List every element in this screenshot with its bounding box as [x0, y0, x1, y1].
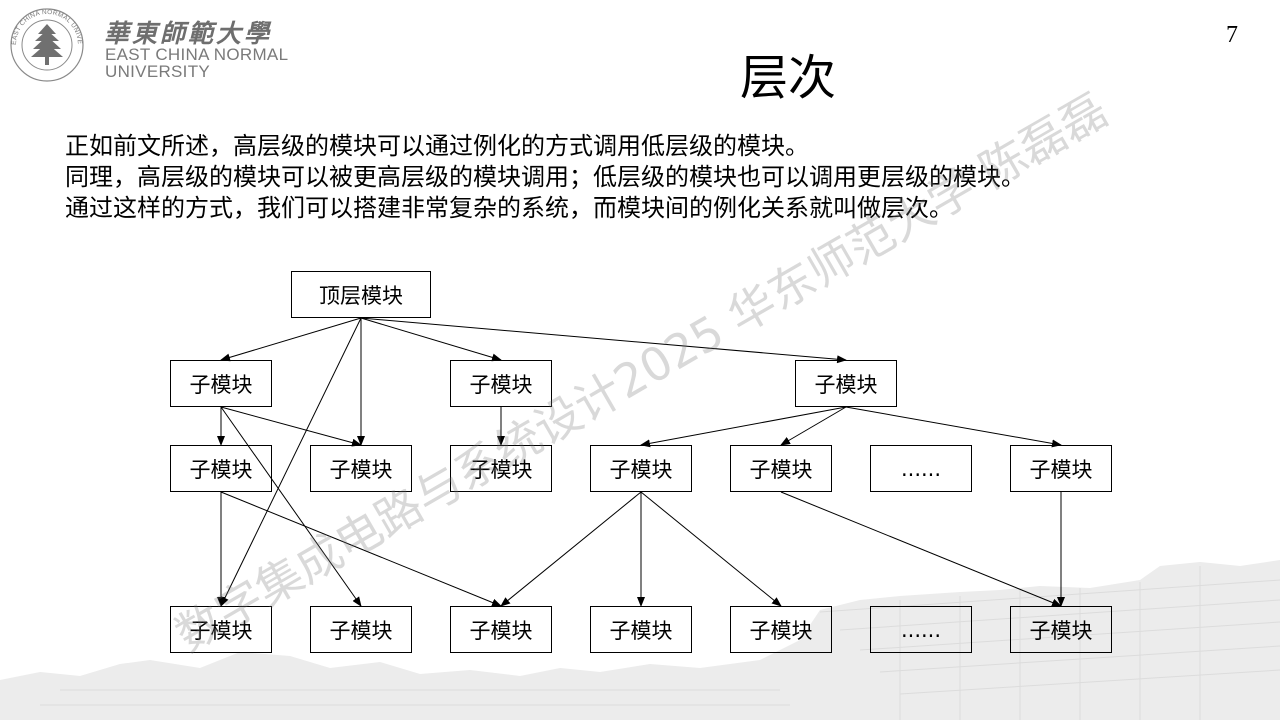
module-node-c7: 子模块	[1010, 606, 1112, 653]
university-logo: EAST CHINA NORMAL UNIVERSITY 華東師範大學 EAST…	[8, 6, 298, 84]
intro-line-1: 正如前文所述，高层级的模块可以通过例化的方式调用低层级的模块。	[65, 132, 809, 160]
edge-a3-to-b4	[640, 406, 847, 448]
page-number: 7	[1226, 22, 1238, 48]
module-node-c3: 子模块	[450, 606, 552, 653]
module-node-b5: 子模块	[730, 445, 832, 492]
edge-a3-to-b7	[845, 406, 1062, 448]
pine-tree-emblem-icon: EAST CHINA NORMAL UNIVERSITY	[8, 6, 84, 82]
edge-top-to-c1	[220, 317, 362, 607]
module-node-c5: 子模块	[730, 606, 832, 653]
edge-top-to-a1	[220, 317, 362, 362]
edge-a1-to-c2	[220, 406, 362, 607]
edge-top-to-a3	[360, 317, 847, 364]
module-node-b7: 子模块	[1010, 445, 1112, 492]
module-node-c2: 子模块	[310, 606, 412, 653]
intro-line-2: 同理，高层级的模块可以被更高层级的模块调用；低层级的模块也可以调用更层级的模块。	[65, 163, 1025, 191]
module-node-top: 顶层模块	[291, 271, 431, 318]
module-node-a3: 子模块	[795, 360, 897, 407]
edge-b4-to-c5	[640, 491, 782, 607]
edge-b5-to-c7	[780, 491, 1062, 607]
logo-chinese-name: 華東師範大學	[104, 19, 273, 48]
module-node-b4: 子模块	[590, 445, 692, 492]
edge-a1-to-b2	[220, 406, 362, 447]
module-node-b3: 子模块	[450, 445, 552, 492]
edge-b1-to-c3	[220, 491, 502, 607]
slide-title: 层次	[739, 50, 836, 106]
module-node-a2: 子模块	[450, 360, 552, 407]
intro-line-3: 通过这样的方式，我们可以搭建非常复杂的系统，而模块间的例化关系就叫做层次。	[65, 194, 953, 222]
module-node-c6: ......	[870, 606, 972, 653]
module-node-b1: 子模块	[170, 445, 272, 492]
module-node-a1: 子模块	[170, 360, 272, 407]
module-node-b2: 子模块	[310, 445, 412, 492]
module-node-c4: 子模块	[590, 606, 692, 653]
intro-text: 正如前文所述，高层级的模块可以通过例化的方式调用低层级的模块。 同理，高层级的模…	[65, 131, 1265, 224]
edge-b4-to-c3	[500, 491, 642, 607]
module-node-c1: 子模块	[170, 606, 272, 653]
logo-english-name-line2: UNIVERSITY	[105, 62, 211, 81]
edge-a3-to-b5	[780, 406, 847, 446]
logo-english-name-line1: EAST CHINA NORMAL	[105, 45, 289, 64]
edge-top-to-a2	[360, 317, 502, 362]
module-node-b6: ......	[870, 445, 972, 492]
